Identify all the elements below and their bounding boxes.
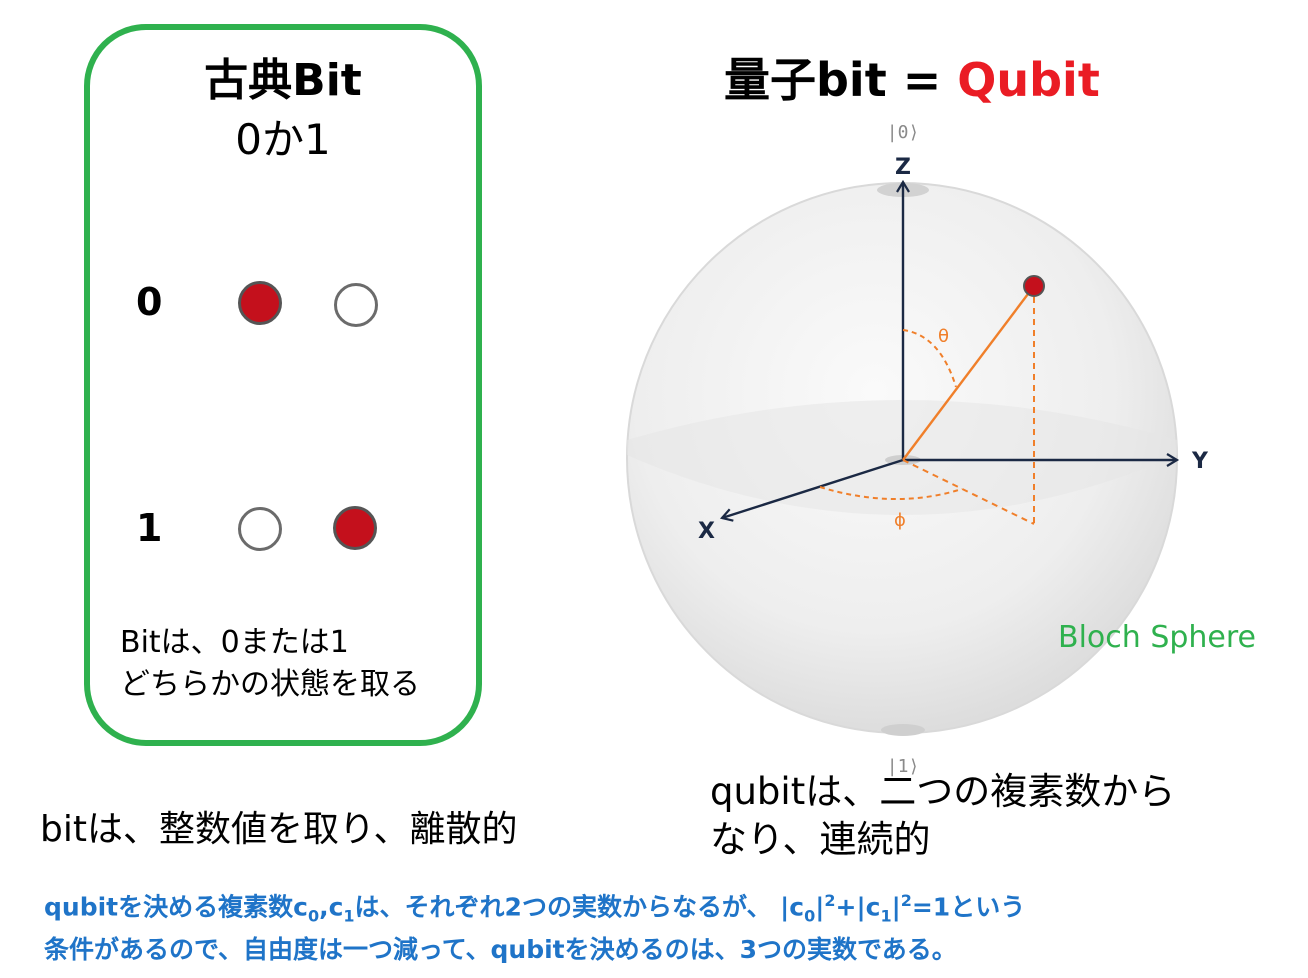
superscript: 2: [900, 891, 912, 910]
qubit-title-prefix: 量子bit =: [724, 53, 958, 107]
row-label-0: 0: [136, 280, 163, 324]
footnote-text: ,c: [319, 892, 344, 922]
vector-projection-plane: [902, 459, 1035, 525]
row-label-1: 1: [136, 506, 163, 550]
state-dot-filled: [238, 281, 282, 325]
classic-bit-panel: [84, 24, 482, 746]
footnote-text: qubitを決める複素数c: [44, 892, 308, 922]
bloch-sphere-diagram: |0⟩ Z Y X θ ϕ |1⟩: [626, 122, 1209, 777]
qubit-description: qubitは、二つの複素数から なり、連続的: [710, 768, 1270, 864]
superscript: 2: [824, 891, 836, 910]
state-dot-filled: [333, 506, 377, 550]
phi-label: ϕ: [894, 510, 906, 531]
state-point: [1023, 275, 1045, 297]
south-pole-mark: [881, 724, 925, 736]
subscript: 1: [343, 906, 355, 926]
state-vector: [902, 285, 1035, 461]
qubit-description-line2: なり、連続的: [710, 818, 931, 861]
subscript: 0: [307, 906, 320, 926]
footnote-text: は、それぞれ2つの実数からなるが、 |c: [354, 892, 805, 922]
footnote: qubitを決める複素数c0,c1は、それぞれ2つの実数からなるが、 |c0|2…: [44, 884, 1284, 967]
footnote-text: |: [891, 892, 901, 922]
ket-one-label: |1⟩: [887, 756, 920, 777]
bit-description: bitは、整数値を取り、離散的: [40, 809, 518, 850]
classic-bit-note: Bitは、0または1 どちらかの状態を取る: [120, 622, 480, 706]
qubit-title: 量子bit = Qubit: [724, 44, 1100, 110]
footnote-text: =1という: [911, 892, 1026, 922]
subscript: 0: [804, 906, 816, 926]
x-axis: [719, 458, 904, 522]
classic-note-line1: Bitは、0または1: [120, 625, 349, 660]
bloch-sphere-caption: Bloch Sphere: [1058, 620, 1257, 655]
classic-note-line2: どちらかの状態を取る: [120, 667, 420, 702]
footnote-text: +|c: [835, 892, 881, 922]
qubit-description-line1: qubitは、二つの複素数から: [710, 770, 1176, 813]
theta-label: θ: [938, 326, 949, 347]
subscript: 1: [880, 906, 892, 926]
footnote-text: |: [815, 892, 825, 922]
phi-arc: [819, 486, 963, 501]
state-dot-empty: [238, 507, 282, 551]
classic-bit-title: 古典Bit: [204, 55, 362, 106]
footnote-line2: 条件があるので、自由度は一つ減って、qubitを決めるのは、3つの実数である。: [44, 935, 957, 965]
x-axis-label: X: [698, 519, 715, 544]
theta-arc: [902, 329, 957, 388]
y-axis-label: Y: [1191, 449, 1209, 474]
state-dot-empty: [334, 283, 378, 327]
qubit-title-highlight: Qubit: [957, 53, 1100, 107]
classic-bit-subtitle: 0か1: [235, 115, 331, 164]
z-axis-label: Z: [895, 155, 911, 180]
ket-zero-label: |0⟩: [887, 122, 920, 143]
footnote-line1: qubitを決める複素数c0,c1は、それぞれ2つの実数からなるが、 |c0|2…: [44, 884, 1284, 933]
